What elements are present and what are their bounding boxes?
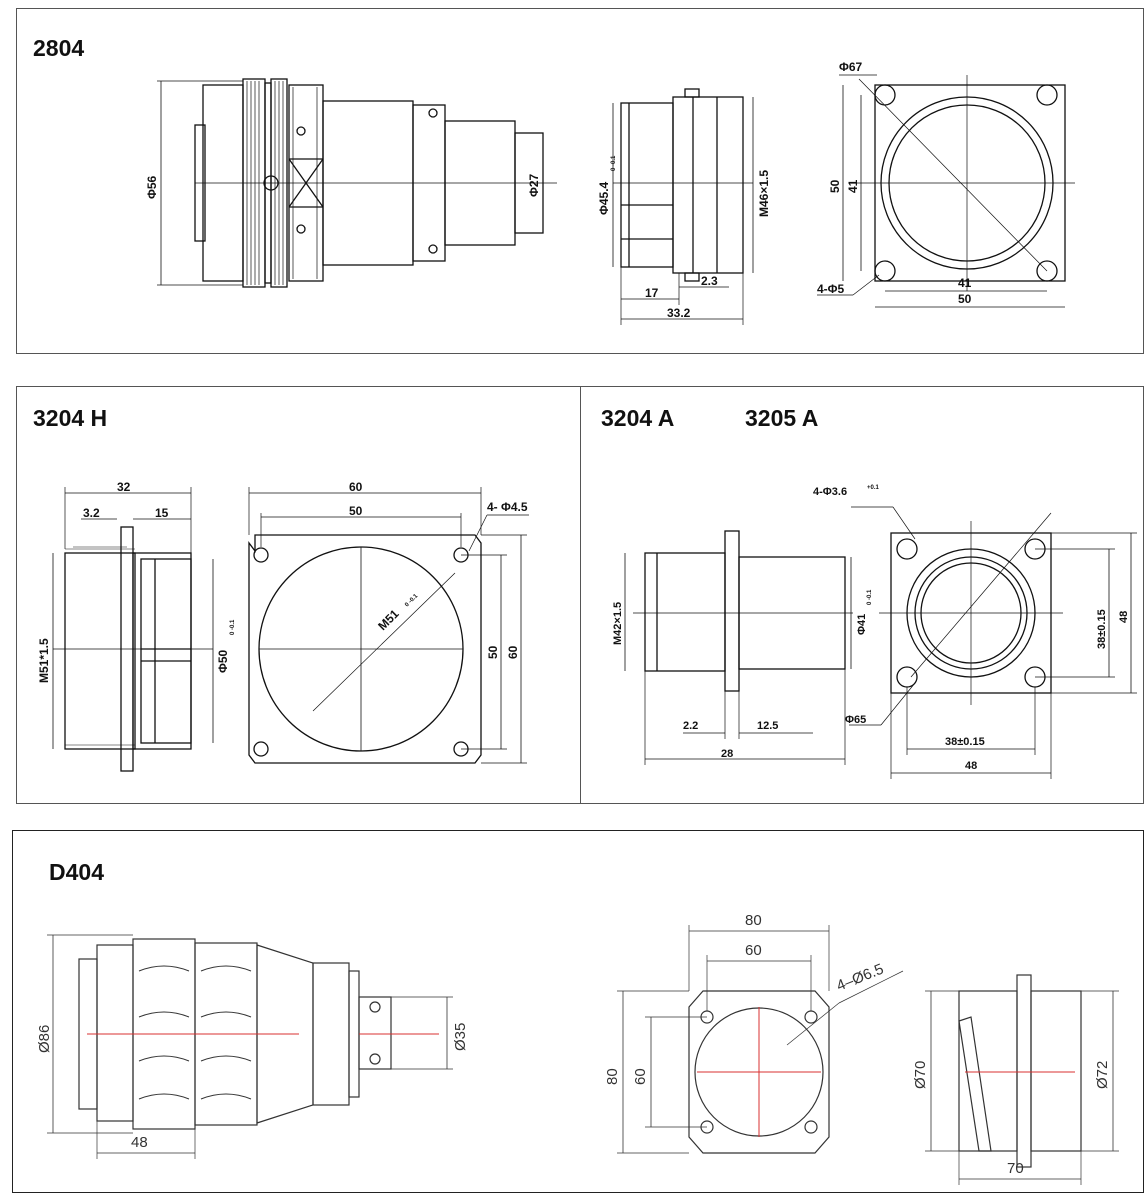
dim-2-3: 2.3 [701,274,718,288]
dim-phi50-tol: 0 -0.1 [230,619,236,635]
dim-2-2: 2.2 [683,720,698,732]
dim-holes: 4-Φ5 [817,282,845,296]
dim-m42: M42×1.5 [612,602,624,645]
dim-48-v: 48 [1118,611,1130,623]
dim-holes-tol: +0.1 [867,485,880,491]
dim-m51-diag-tol: 0 -0.1 [404,593,420,609]
dim-phi65: Φ65 [845,714,866,726]
dim-phi67: Φ67 [839,60,863,74]
dim-48: 48 [131,1134,148,1151]
dim-60-v: 60 [632,1068,649,1085]
dim-phi41: Φ41 [856,614,868,635]
dim-12-5: 12.5 [757,720,778,732]
dim-50-top: 50 [349,504,363,518]
drawing-2804: Φ56 Φ27 Φ45.4 0 -0.1 M46×1.5 17 2.3 33.2… [145,60,1075,325]
dim-dia-70: Ø70 [912,1061,929,1089]
dim-70: 70 [1007,1160,1024,1177]
dim-holes: 4–Ø6.5 [834,961,886,995]
dim-50-h: 50 [958,292,972,306]
dim-15: 15 [155,506,169,520]
dim-3-2: 3.2 [83,506,100,520]
dim-80-top: 80 [745,912,762,929]
dim-60-top: 60 [745,942,762,959]
dim-dia-35: Ø35 [452,1023,469,1051]
dim-50-v: 50 [828,179,842,193]
panel-title: 2804 [33,35,85,61]
dim-dia-86: Ø86 [36,1025,53,1053]
panel-3204h: 3204 H [16,386,581,804]
drawing-3204a: M42×1.5 Φ41 0 -0.1 2.2 12.5 28 4-Φ3.6 +0… [612,485,1137,779]
dim-m46: M46×1.5 [757,170,771,217]
dim-80-v: 80 [604,1068,621,1085]
dim-60-top: 60 [349,480,363,494]
dim-41-h: 41 [958,276,972,290]
dim-dia-45: Φ45.4 [597,181,611,215]
dim-17: 17 [645,286,659,300]
dim-dia-45-tol: 0 -0.1 [611,155,617,171]
panel-title: D404 [49,859,104,885]
panel-2804: 2804 [16,8,1144,354]
dim-50-v: 50 [486,645,500,659]
dim-32: 32 [117,480,131,494]
drawing-3204h: 32 3.2 15 M51*1.5 Φ50 0 -0.1 60 50 4- Φ4… [37,480,529,772]
dim-dia-27: Φ27 [527,173,541,197]
dim-41-v: 41 [846,179,860,193]
dim-33-2: 33.2 [667,306,691,320]
dim-phi41-tol: 0 -0.1 [867,589,873,605]
panel-title: 3204 A [601,405,675,431]
dim-38-h: 38±0.15 [945,736,985,748]
dim-28: 28 [721,748,733,760]
dim-holes: 4-Φ3.6 [813,486,847,498]
dim-m51: M51*1.5 [37,638,51,683]
dim-dia-56: Φ56 [145,175,159,199]
panel-d404: D404 [12,830,1144,1193]
dim-phi50: Φ50 [216,649,230,673]
panel-title: 3204 H [33,405,108,431]
dim-m51-diag: M51 [375,606,402,633]
dim-48-h: 48 [965,760,977,772]
panel-3204a: 3204 A 3205 A [580,386,1144,804]
drawing-d404: Ø86 Ø35 48 80 60 4–Ø6.5 80 60 Ø70 Ø72 70 [36,912,1119,1185]
dim-dia-72: Ø72 [1094,1061,1111,1089]
dim-38-v: 38±0.15 [1096,609,1108,649]
dim-holes: 4- Φ4.5 [487,500,528,514]
dim-60-v: 60 [506,645,520,659]
panel-title-2: 3205 A [745,405,819,431]
